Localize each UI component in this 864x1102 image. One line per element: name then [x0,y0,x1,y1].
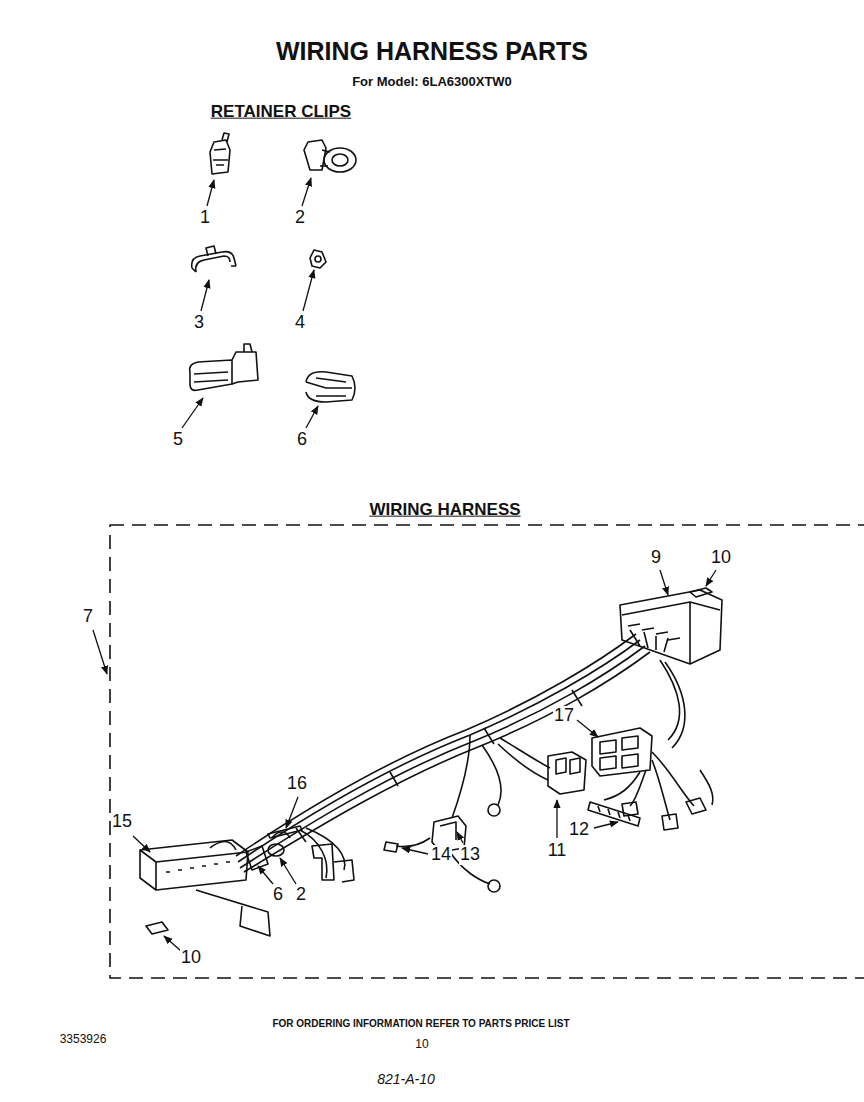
callout-number: 16 [286,774,308,794]
callout-number: 10 [710,548,732,568]
callout-number: 6 [296,430,308,450]
callout-number: 14 [430,845,452,865]
section-heading: RETAINER CLIPS [210,103,352,122]
retainer-clip [310,250,326,268]
callout-number: 15 [111,812,133,832]
callout-number: 13 [459,845,481,865]
document-number: 3353926 [59,1033,108,1046]
model-number: For Model: 6LA6300XTW0 [351,75,513,89]
callout-number: 12 [568,820,590,840]
ordering-note: FOR ORDERING INFORMATION REFER TO PARTS … [271,1018,570,1029]
harness-boundary [110,525,864,978]
callout-number: 7 [82,607,94,627]
callout-number: 6 [272,885,284,905]
callout-number: 4 [294,313,306,333]
retainer-clip [210,133,230,174]
callout-number: 10 [180,948,202,968]
page-number: 10 [414,1038,429,1051]
leader-lines [93,178,716,951]
callout-number: 1 [199,208,211,228]
retainer-clip [304,140,356,172]
title: WIRING HARNESS PARTS [275,38,589,66]
callout-number: 9 [650,548,662,568]
retainer-clip [192,246,236,272]
callout-number: 5 [172,430,184,450]
handwritten-code: 821-A-10 [376,1072,436,1087]
callout-number: 17 [553,706,575,726]
callout-number: 2 [295,885,307,905]
retainer-clip [306,372,355,402]
wire-harness [140,588,722,936]
callout-number: 2 [294,208,306,228]
retainer-clip [190,344,258,390]
section-heading: WIRING HARNESS [368,501,521,520]
callout-number: 3 [193,313,205,333]
callout-number: 11 [547,841,568,861]
